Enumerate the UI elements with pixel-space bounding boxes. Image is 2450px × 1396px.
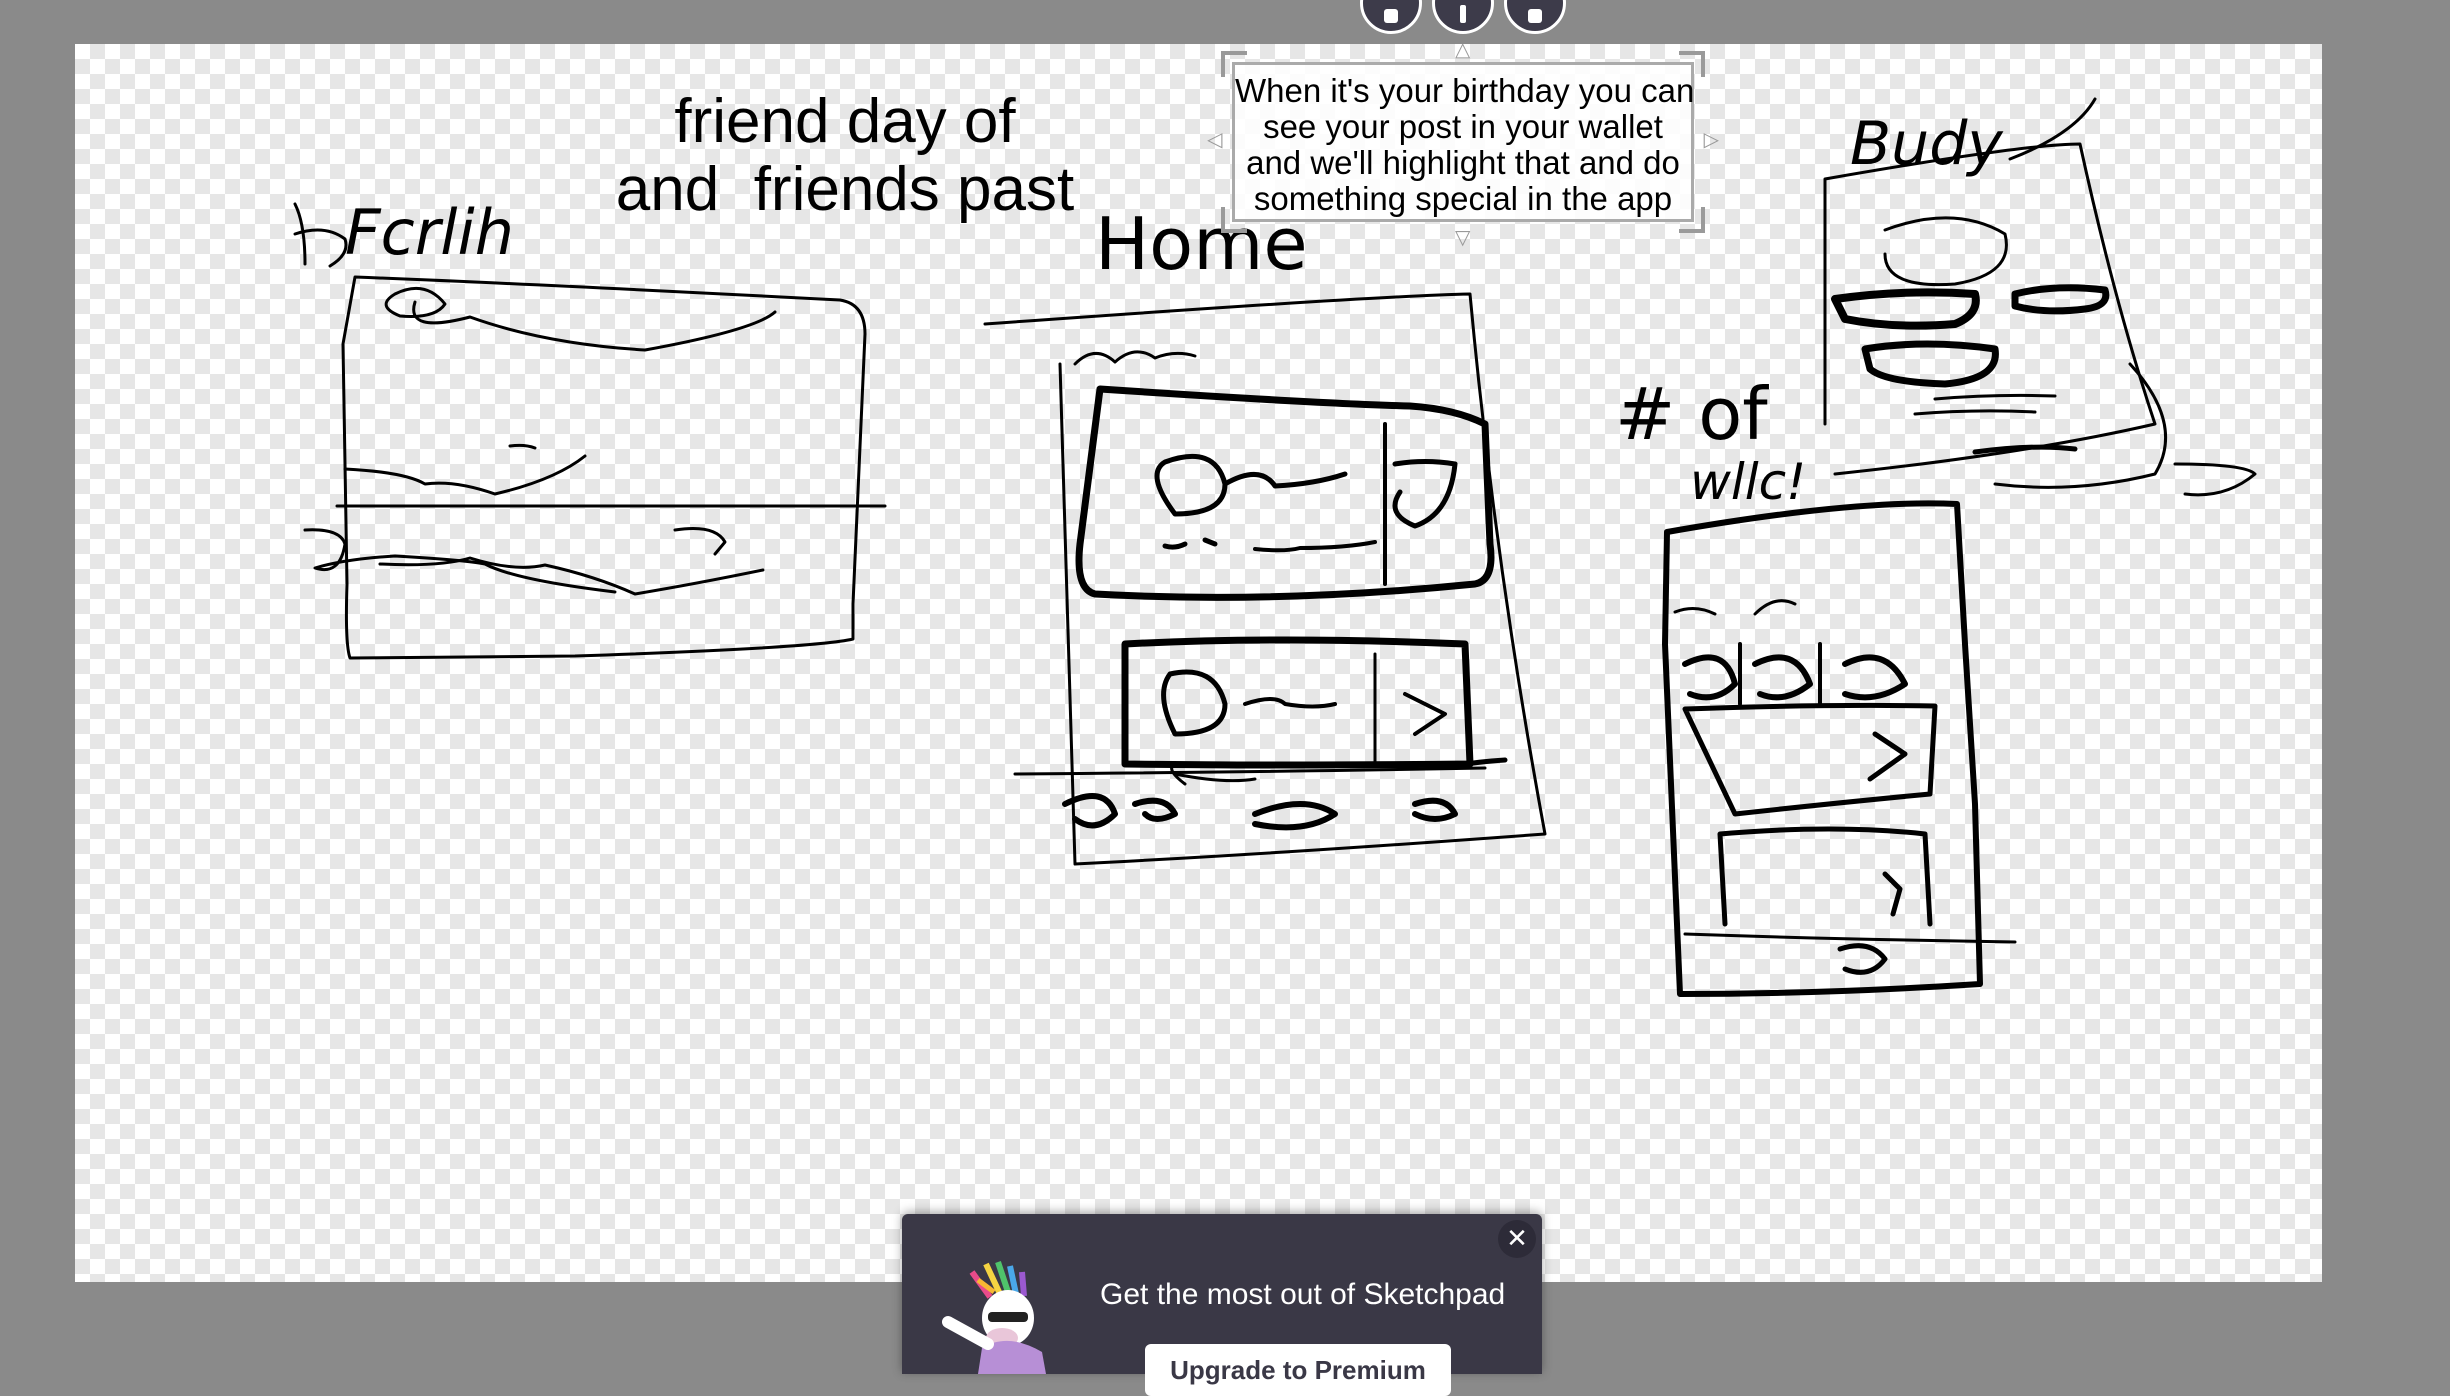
close-icon[interactable]: ✕ [1498,1220,1536,1258]
upgrade-premium-button[interactable]: Upgrade to Premium [1145,1344,1451,1396]
resize-handle-bottom-right[interactable] [1679,207,1705,233]
sketch-strokes: Fcrlih Home [293,97,2257,997]
unicorn-dab-icon [942,1261,1046,1374]
resize-handle-bottom-left[interactable] [1221,207,1247,233]
resize-arrow-down-icon[interactable]: ▽ [1455,225,1471,249]
sketch-buddy-screen [1823,97,2257,497]
info-icon[interactable] [1432,0,1494,34]
resize-handle-top-left[interactable] [1221,51,1247,77]
note-line: something special in the app [1253,180,1673,217]
label-buddy-screen: Budy [1850,109,2004,179]
sketch-home-screen [983,292,1547,866]
sketch-wallet-screen [1662,500,2017,997]
resize-arrow-left-icon[interactable]: ◁ [1207,127,1223,151]
resize-handle-top-right[interactable] [1679,51,1705,77]
label-count: # of [1615,372,1769,456]
label-friend-screen: Fcrlih [345,196,514,269]
promo-headline: Get the most out of Sketchpad [1100,1278,1506,1311]
layers-icon[interactable] [1360,0,1422,34]
sketch-friend-screen [293,202,887,660]
resize-arrow-right-icon[interactable]: ▷ [1703,127,1719,151]
title-text-block[interactable]: friend day of and friends past [535,88,1155,224]
note-line: see your post in your wallet [1263,108,1663,145]
trash-icon[interactable] [1504,0,1566,34]
floating-toolbar [1360,0,1566,34]
title-line: friend day of [674,87,1016,156]
title-line: and friends past [615,155,1075,224]
note-line: When it's your birthday you can [1235,72,1695,109]
label-wallet: wllc! [1690,453,1806,511]
note-line: and we'll highlight that and do [1246,144,1680,181]
premium-promo-popup: ✕ Get the most out of Sketchpad Upgrade … [902,1214,1542,1396]
note-text: When it's your birthday you can see your… [1235,72,1695,217]
resize-arrow-up-icon[interactable]: △ [1455,44,1471,61]
drawing-canvas[interactable]: Fcrlih Home [75,44,2322,1282]
selected-text-box[interactable]: When it's your birthday you can see your… [1207,44,1719,247]
